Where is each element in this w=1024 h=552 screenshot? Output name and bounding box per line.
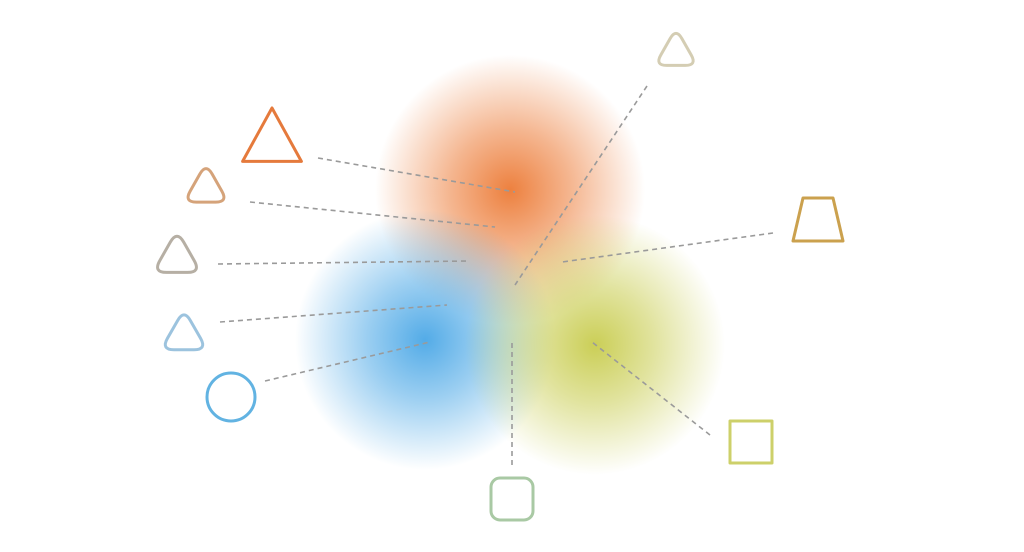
blue-circle-icon	[205, 371, 257, 423]
connector-line	[219, 304, 448, 323]
connector-line	[591, 341, 711, 436]
gold-trapezoid-icon	[791, 196, 845, 243]
connector-line	[514, 85, 648, 286]
connector-line	[217, 260, 471, 265]
olive-square-icon	[728, 419, 774, 465]
blob-layer	[295, 55, 725, 475]
sage-rounded-square-icon	[489, 476, 535, 522]
beige-rounded-triangle-icon	[657, 31, 695, 67]
light-blue-rounded-triangle-icon	[163, 313, 205, 352]
gray-rounded-triangle-icon	[156, 234, 198, 274]
tan-rounded-triangle-icon	[186, 167, 226, 204]
connector-line	[264, 341, 431, 382]
icon-layer	[156, 31, 845, 522]
connector-layer	[217, 85, 774, 465]
orange-triangle-icon	[241, 106, 303, 163]
connector-line	[317, 157, 516, 193]
